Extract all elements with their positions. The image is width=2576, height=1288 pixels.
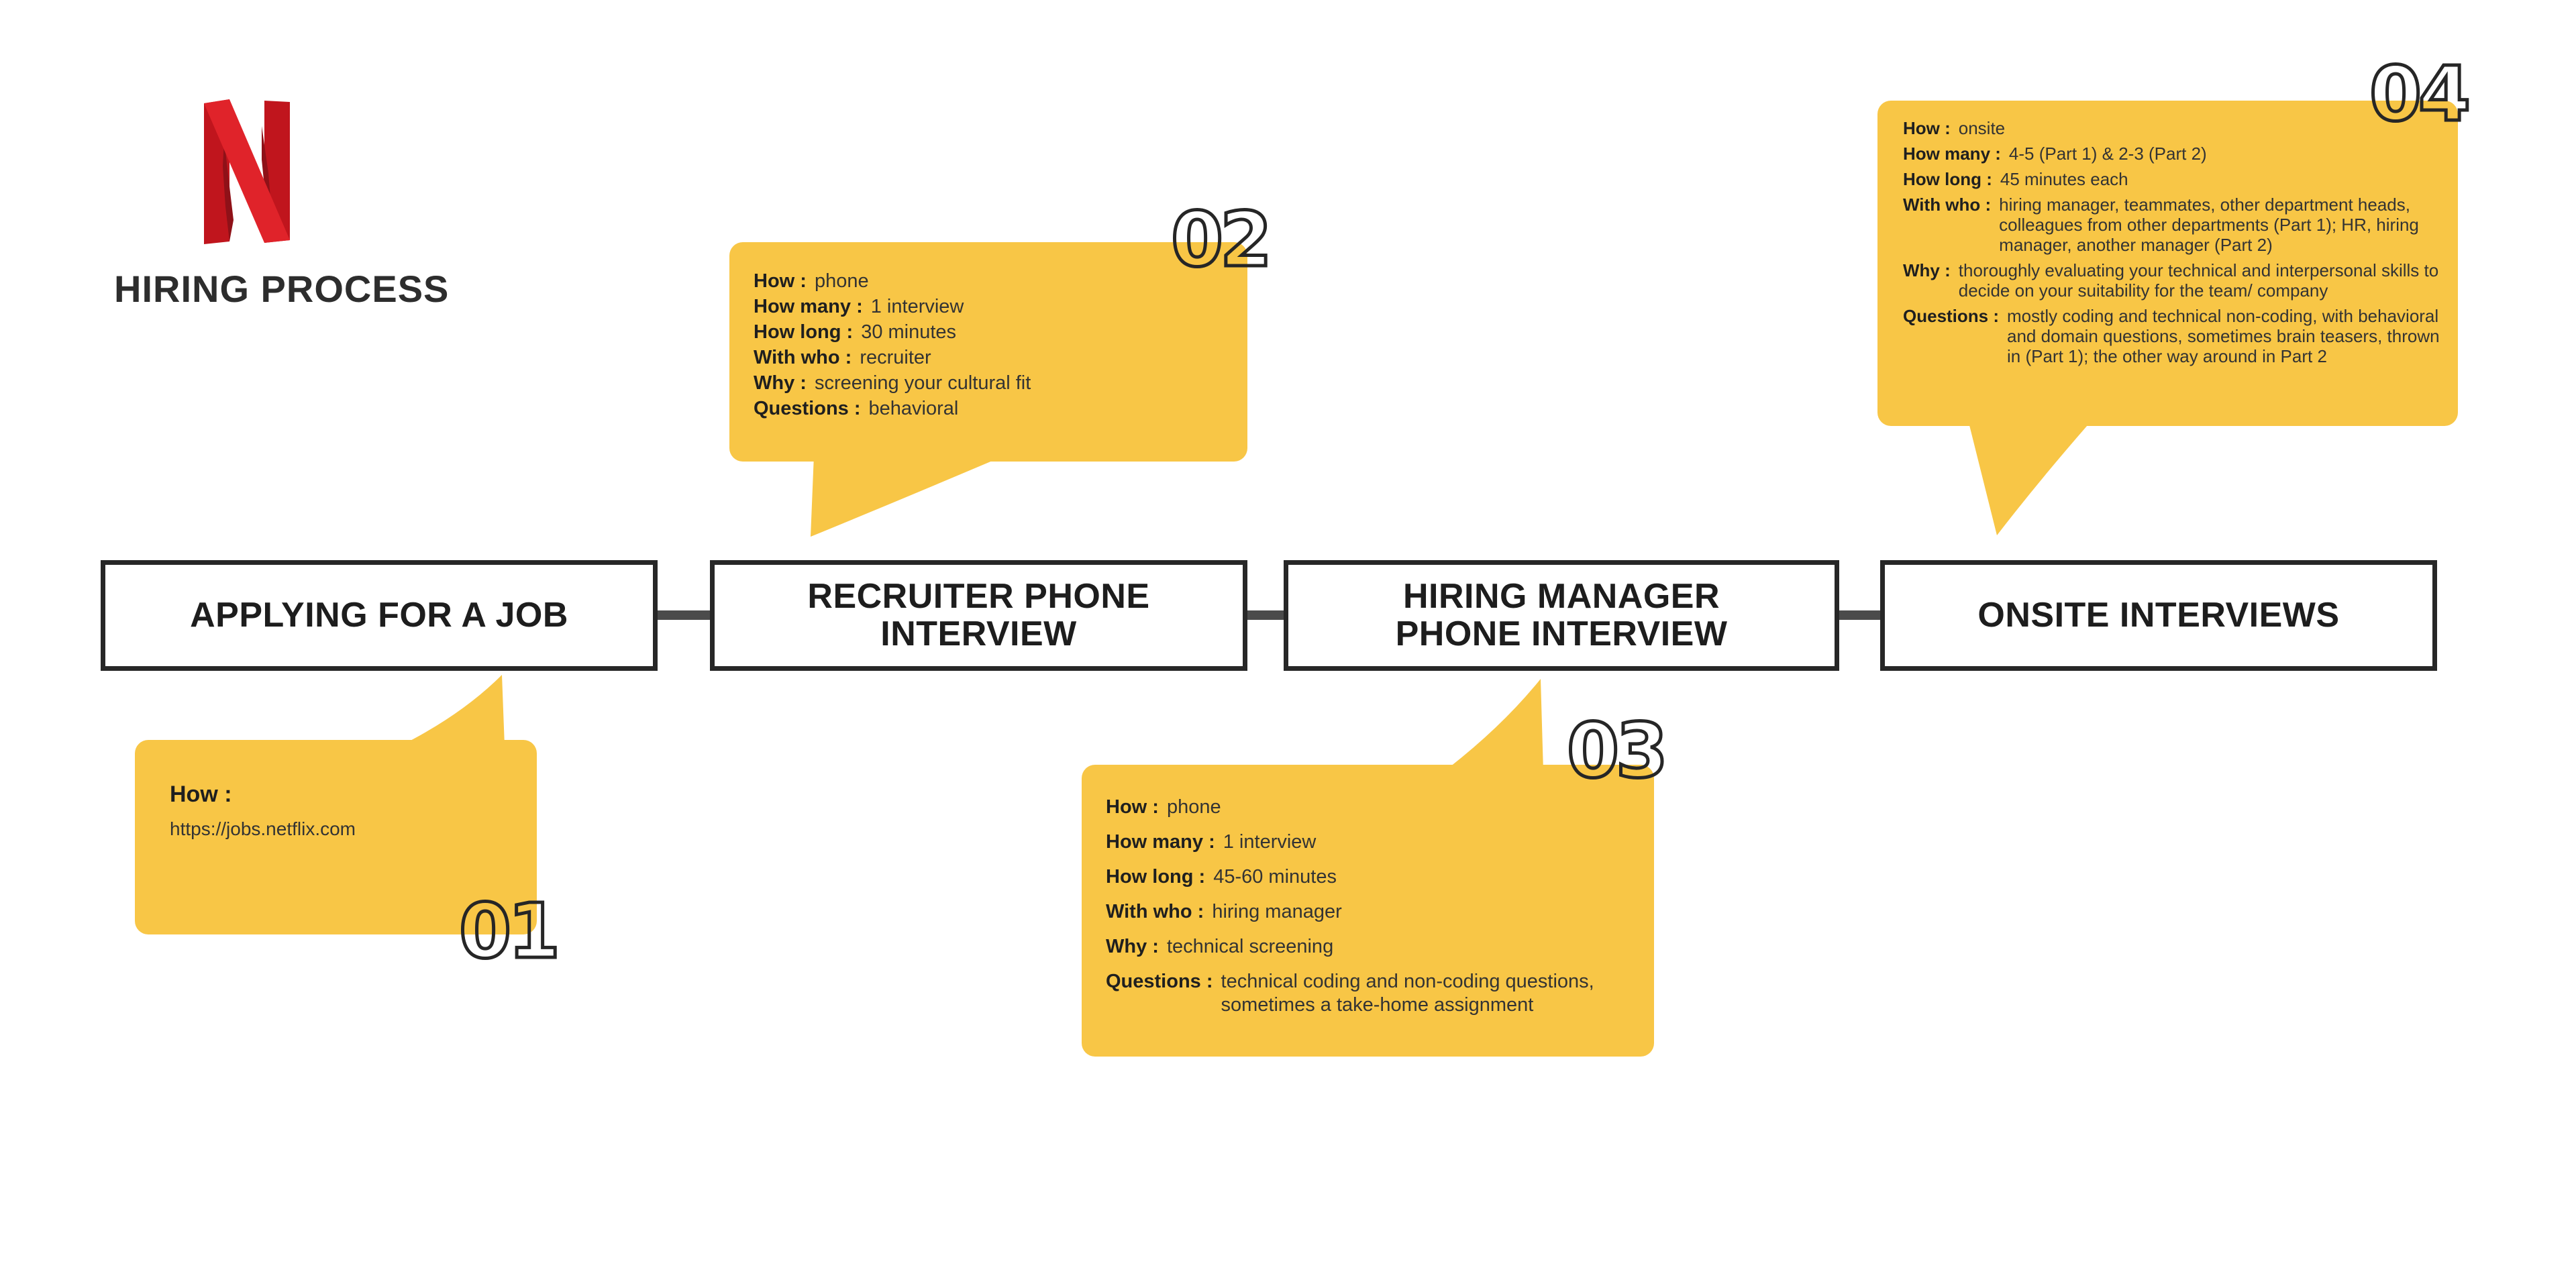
bubble-tail-03 <box>1444 679 1543 771</box>
speech-bubble-step-01: How : https://jobs.netflix.com <box>135 740 537 934</box>
field-value: phone <box>1166 796 1221 818</box>
field-label: How long : <box>1903 169 1992 189</box>
step-box-title: RECRUITER PHONE INTERVIEW <box>807 576 1150 653</box>
step-box-recruiter-phone: RECRUITER PHONE INTERVIEW <box>710 560 1247 671</box>
step-box-onsite: ONSITE INTERVIEWS <box>1880 560 2437 671</box>
field-row: How : phone <box>754 270 1227 292</box>
field-label: Why : <box>1903 260 1951 280</box>
step-box-title: ONSITE INTERVIEWS <box>1977 595 2340 635</box>
field-value: 45-60 minutes <box>1213 866 1337 888</box>
field-row: Questions : mostly coding and technical n… <box>1903 306 2442 366</box>
bubble-tail-02 <box>811 455 1007 537</box>
field-label: With who : <box>754 347 852 368</box>
field-label: How many : <box>754 296 863 317</box>
field-row: How : onsite <box>1903 118 2442 138</box>
field-row: Why : thoroughly evaluating your technica… <box>1903 260 2442 301</box>
field-row: How : phone <box>1106 796 1634 819</box>
bubble-fields: How : https://jobs.netflix.com <box>170 782 510 840</box>
field-label: Questions : <box>1903 306 2000 326</box>
step-box-hiring-manager-phone: HIRING MANAGER PHONE INTERVIEW <box>1284 560 1839 671</box>
field-row: Questions : behavioral <box>754 398 1227 420</box>
field-value: 1 interview <box>870 296 964 317</box>
field-label: How long : <box>754 321 854 343</box>
field-label: How many : <box>1106 831 1215 853</box>
netflix-n-logo <box>204 99 290 244</box>
field-label: How : <box>754 270 807 292</box>
field-value: phone <box>814 270 869 292</box>
field-value: hiring manager <box>1212 901 1342 922</box>
timeline-connector <box>1826 610 1892 620</box>
field-label: Why : <box>1106 936 1159 957</box>
field-row: How : https://jobs.netflix.com <box>170 782 510 840</box>
field-value: hiring manager, teammates, other departm… <box>1999 195 2419 255</box>
field-value: thoroughly evaluating your technical and… <box>1958 260 2439 301</box>
field-row: How many : 4-5 (Part 1) & 2-3 (Part 2) <box>1903 144 2442 164</box>
field-value: technical coding and non-coding question… <box>1221 971 1594 1016</box>
field-value: screening your cultural fit <box>814 372 1031 394</box>
field-row: How long : 45-60 minutes <box>1106 865 1634 889</box>
field-value: mostly coding and technical non-coding, … <box>2007 306 2440 366</box>
field-label: How long : <box>1106 866 1206 888</box>
field-row: With who : hiring manager <box>1106 900 1634 924</box>
bubble-tail-01 <box>400 675 505 746</box>
timeline-connector <box>644 610 719 620</box>
step-box-applying: APPLYING FOR A JOB <box>101 560 658 671</box>
field-value: 4-5 (Part 1) & 2-3 (Part 2) <box>2008 144 2207 164</box>
step-box-title: APPLYING FOR A JOB <box>190 595 568 635</box>
field-label: Why : <box>754 372 807 394</box>
field-row: How long : 45 minutes each <box>1903 169 2442 189</box>
field-row: With who : recruiter <box>754 347 1227 369</box>
field-row: Why : technical screening <box>1106 935 1634 959</box>
bubble-tail-04 <box>1968 420 2092 535</box>
field-value: onsite <box>1958 118 2006 138</box>
field-value: 30 minutes <box>861 321 957 343</box>
field-label: How : <box>170 782 232 807</box>
page-title: HIRING PROCESS <box>114 268 450 310</box>
field-value: technical screening <box>1166 936 1334 957</box>
field-label: With who : <box>1106 901 1204 922</box>
field-row: How many : 1 interview <box>1106 830 1634 854</box>
field-row: With who : hiring manager, teammates, oth… <box>1903 195 2442 255</box>
field-value: behavioral <box>868 398 959 419</box>
field-row: How many : 1 interview <box>754 296 1227 318</box>
field-row: Why : screening your cultural fit <box>754 372 1227 394</box>
field-label: Questions : <box>754 398 861 419</box>
field-label: How : <box>1903 118 1951 138</box>
timeline-connector <box>1235 610 1295 620</box>
field-label: With who : <box>1903 195 1992 215</box>
field-row: How long : 30 minutes <box>754 321 1227 343</box>
field-label: How many : <box>1903 144 2001 164</box>
field-value: 45 minutes each <box>2000 169 2128 189</box>
step-box-title: HIRING MANAGER PHONE INTERVIEW <box>1395 576 1728 653</box>
field-label: Questions : <box>1106 971 1213 992</box>
field-value: https://jobs.netflix.com <box>170 818 356 839</box>
field-value: recruiter <box>860 347 931 368</box>
field-row: Questions : technical coding and non-codi… <box>1106 970 1634 1017</box>
field-label: How : <box>1106 796 1159 818</box>
field-value: 1 interview <box>1223 831 1317 853</box>
